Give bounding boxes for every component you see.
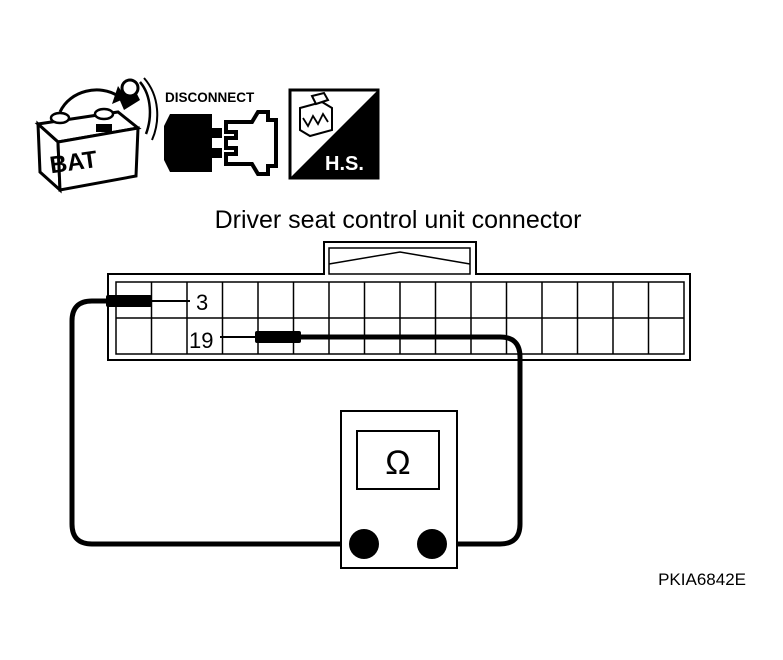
meter-terminal-positive [417,529,447,559]
harness-connector-icon: H.S. [288,88,380,180]
connector-body: 3 19 [107,241,691,361]
battery-label: BAT [48,146,99,179]
pin-label-19: 19 [189,328,213,353]
meter-display [356,430,440,490]
ohm-symbol: Ω [385,444,410,482]
figure-code: PKIA6842E [658,570,746,589]
probe-right [220,331,301,343]
ohmmeter: Ω [340,410,458,569]
test-lead-left [69,298,364,547]
meter-terminal-negative [349,529,379,559]
test-lead-right [300,334,523,547]
diagram-title: Driver seat control unit connector [215,206,582,234]
probe-left [106,295,190,307]
disconnect-label: DISCONNECT [165,90,255,105]
harness-label: H.S. [325,153,364,175]
battery-icon: BAT [34,77,159,194]
disconnect-icon: DISCONNECT [164,90,278,176]
pin-label-3: 3 [196,290,208,315]
